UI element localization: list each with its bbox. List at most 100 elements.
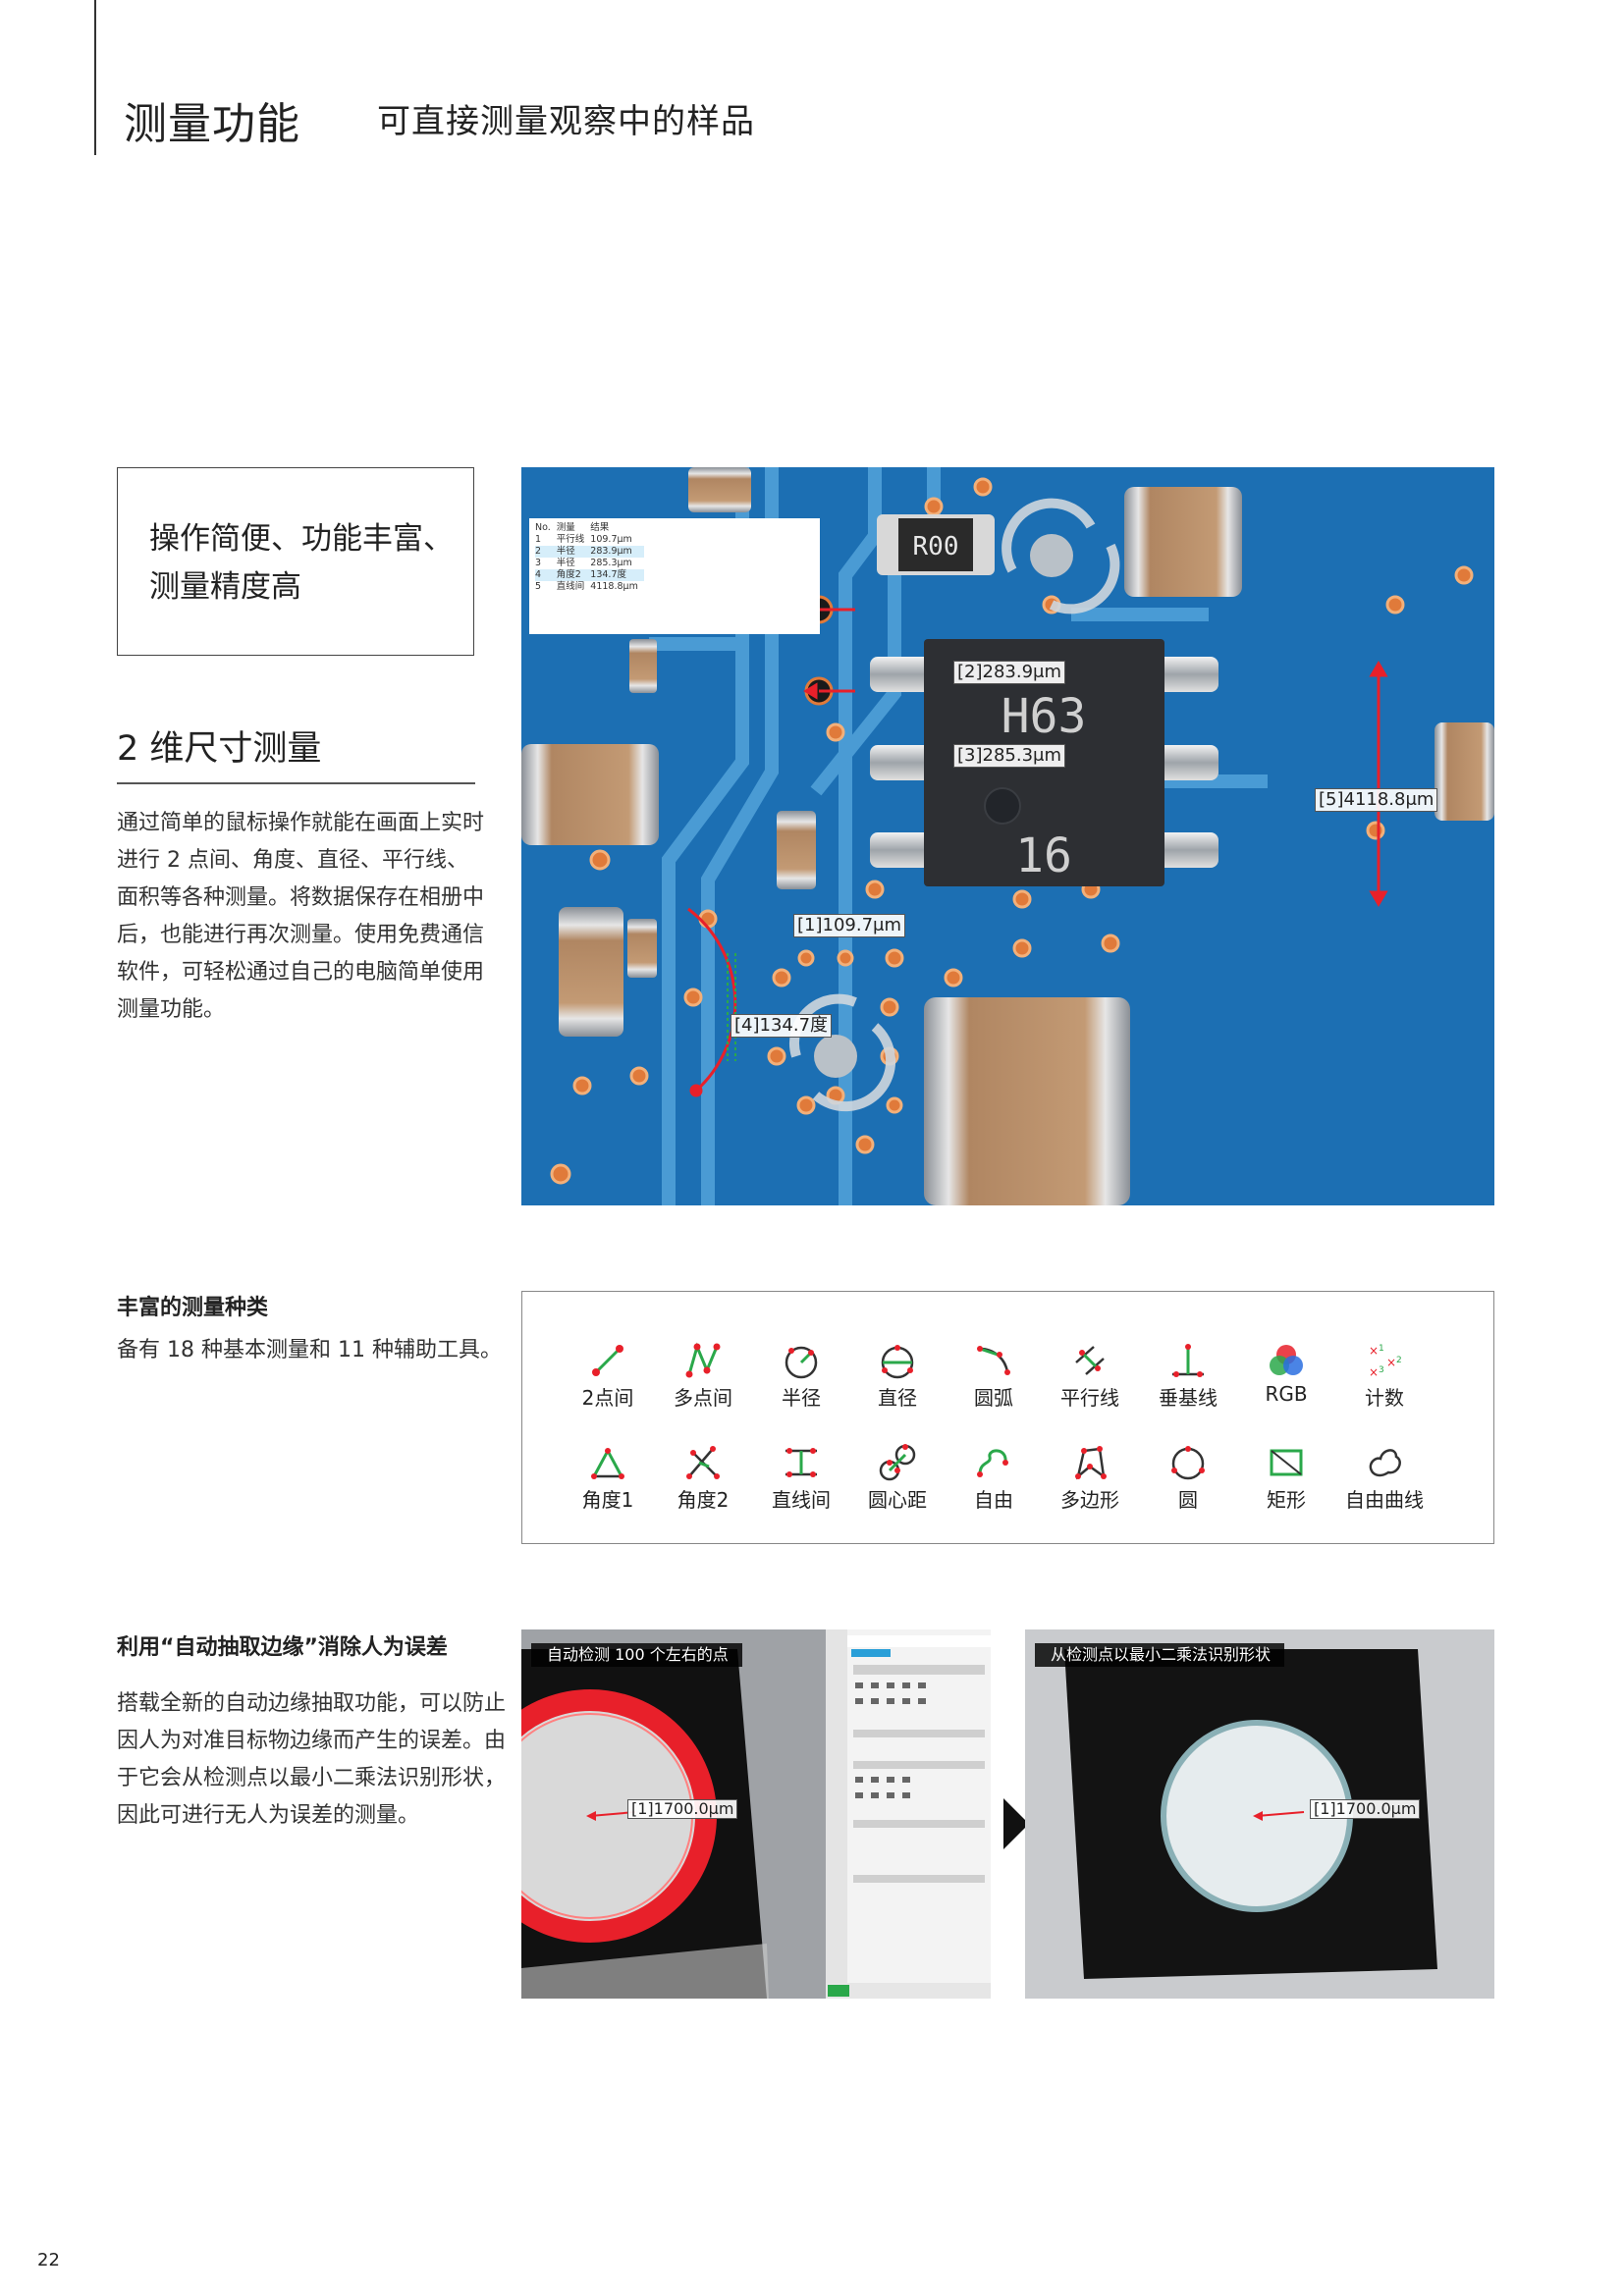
edge-caption-left: 自动检测 100 个左右的点	[531, 1643, 742, 1667]
measure-label-parallel: [1]109.7μm	[793, 914, 906, 937]
pcb-illustration: R00 H63 16	[521, 467, 1494, 1205]
line-distance-icon	[785, 1448, 817, 1477]
table-cell: 134.7度	[590, 569, 644, 581]
table-cell: 1	[535, 534, 542, 545]
arc-icon	[977, 1346, 1010, 1375]
table-cell: 平行线	[556, 534, 585, 545]
table-row: 5 直线间 4118.8μm	[535, 581, 644, 593]
table-cell: 4118.8μm	[590, 581, 638, 592]
tool-count: ×1×2×3 计数	[1337, 1341, 1432, 1411]
tool-label: 圆弧	[974, 1386, 1013, 1410]
tool-label: 直径	[878, 1386, 917, 1410]
table-header: No. 测量 结果	[535, 522, 644, 534]
count-icon: ×1×2×3	[1369, 1344, 1402, 1379]
resistor-mark: R00	[913, 532, 959, 561]
svg-text:×: ×	[1369, 1365, 1379, 1379]
tool-label: 直线间	[772, 1488, 831, 1512]
tool-two-point: 2点间	[561, 1341, 655, 1411]
diameter-icon	[881, 1345, 914, 1379]
page-subtitle: 可直接测量观察中的样品	[377, 102, 755, 141]
two-point-icon	[592, 1345, 623, 1376]
measure-label-radius-2: [3]285.3μm	[953, 744, 1066, 768]
table-cell: 半径	[556, 546, 591, 558]
tool-center-distance: 圆心距	[850, 1443, 945, 1513]
table-cell: 3	[535, 558, 542, 568]
rgb-icon	[1270, 1345, 1303, 1375]
tool-label: 多点间	[674, 1386, 732, 1410]
tool-label: 垂基线	[1159, 1386, 1218, 1410]
edge-measure-label-right: [1]1700.0μm	[1310, 1799, 1421, 1819]
tool-line-distance: 直线间	[754, 1443, 848, 1513]
ic-mark-bottom: 16	[1015, 828, 1072, 883]
edge-extraction-body: 搭载全新的自动边缘抽取功能，可以防止因人为对准目标物边缘而产生的误差。由于它会从…	[117, 1691, 507, 1828]
pcb-measurement-image: R00 H63 16	[521, 467, 1494, 1205]
measurement-tools-panel: 2点间 多点间 半径 直径 圆弧 平行线 垂基线 RGB ×1×2×3 计数 角…	[521, 1291, 1494, 1544]
edge-detect-photo-right: 从检测点以最小二乘法识别形状 [1]1700.0μm	[1025, 1629, 1494, 1999]
measurement-types-description: 备有 18 种基本测量和 11 种辅助工具。	[117, 1338, 502, 1362]
free-icon	[977, 1449, 1008, 1477]
radius-icon	[785, 1346, 818, 1379]
arrow-right-icon	[1003, 1798, 1029, 1849]
perpendicular-icon	[1172, 1344, 1204, 1377]
tool-label: 多边形	[1060, 1488, 1119, 1512]
tool-label: RGB	[1265, 1382, 1308, 1406]
tool-angle2: 角度2	[656, 1443, 750, 1513]
shape-fit-illustration	[1064, 1649, 1437, 1979]
table-cell: 2	[535, 546, 557, 558]
measure-label-angle: [4]134.7度	[731, 1014, 833, 1038]
table-cell: 109.7μm	[590, 534, 632, 545]
tool-polygon: 多边形	[1043, 1443, 1137, 1513]
tool-label: 角度2	[677, 1488, 730, 1512]
tool-free-curve: 自由曲线	[1337, 1443, 1432, 1513]
ic-mark-top: H63	[1001, 689, 1087, 744]
page-number: 22	[37, 2250, 60, 2270]
table-cell: 角度2	[556, 569, 591, 581]
table-cell: 5	[535, 581, 542, 592]
tool-perpendicular: 垂基线	[1141, 1341, 1235, 1411]
svg-text:×: ×	[1386, 1356, 1396, 1369]
tool-rgb: RGB	[1239, 1341, 1333, 1406]
circle-icon	[1171, 1446, 1205, 1480]
edge-measure-label-left: [1]1700.0μm	[627, 1799, 738, 1819]
feature-text: 操作简便、功能丰富、 测量精度高	[149, 521, 454, 605]
tool-circle: 圆	[1141, 1443, 1235, 1513]
svg-text:3: 3	[1379, 1365, 1384, 1375]
measure-label-radius-1: [2]283.9μm	[953, 661, 1066, 684]
measure-label-line-distance: [5]4118.8μm	[1315, 788, 1438, 812]
tool-arc: 圆弧	[947, 1341, 1041, 1411]
table-cell: 283.9μm	[590, 546, 644, 558]
tool-label: 自由曲线	[1345, 1488, 1424, 1512]
section-2d-body: 通过简单的鼠标操作就能在画面上实时进行 2 点间、角度、直径、平行线、面积等各种…	[117, 811, 485, 1022]
results-table: No. 测量 结果 1 平行线 109.7μm 2 半径 283.9μm 3 半…	[529, 518, 820, 634]
tool-diameter: 直径	[850, 1341, 945, 1411]
angle2-icon	[686, 1446, 720, 1479]
polygon-icon	[1075, 1446, 1107, 1480]
tool-label: 圆心距	[868, 1488, 927, 1512]
tool-label: 圆	[1178, 1488, 1198, 1512]
tool-parallel: 平行线	[1043, 1341, 1137, 1411]
tool-free: 自由	[947, 1443, 1041, 1513]
rectangle-icon	[1270, 1449, 1303, 1476]
svg-text:×: ×	[1369, 1344, 1379, 1358]
svg-text:2: 2	[1396, 1356, 1402, 1365]
section-heading-2d: 2 维尺寸测量	[117, 729, 322, 769]
table-header-cell: 测量	[556, 522, 575, 533]
tool-rectangle: 矩形	[1239, 1443, 1333, 1513]
table-cell: 半径	[556, 558, 575, 568]
page-title: 测量功能	[124, 99, 300, 149]
parallel-icon	[1075, 1346, 1105, 1375]
edge-detect-photo-left: 自动检测 100 个左右的点 [1]1700.0μm	[521, 1629, 991, 1999]
table-row: 1 平行线 109.7μm	[535, 534, 644, 546]
table-cell: 4	[535, 569, 557, 581]
feature-box: 操作简便、功能丰富、 测量精度高	[117, 467, 474, 656]
table-row: 3 半径 285.3μm	[535, 558, 644, 569]
table-row: 4 角度2 134.7度	[535, 569, 644, 581]
table-row: 2 半径 283.9μm	[535, 546, 644, 558]
tool-label: 自由	[974, 1488, 1013, 1512]
edge-caption-right: 从检测点以最小二乘法识别形状	[1035, 1643, 1285, 1667]
multi-point-icon	[685, 1342, 721, 1378]
svg-text:1: 1	[1379, 1344, 1384, 1354]
table-header-cell: No.	[535, 522, 551, 533]
table-cell: 直线间	[556, 581, 585, 592]
tool-label: 矩形	[1267, 1488, 1306, 1512]
